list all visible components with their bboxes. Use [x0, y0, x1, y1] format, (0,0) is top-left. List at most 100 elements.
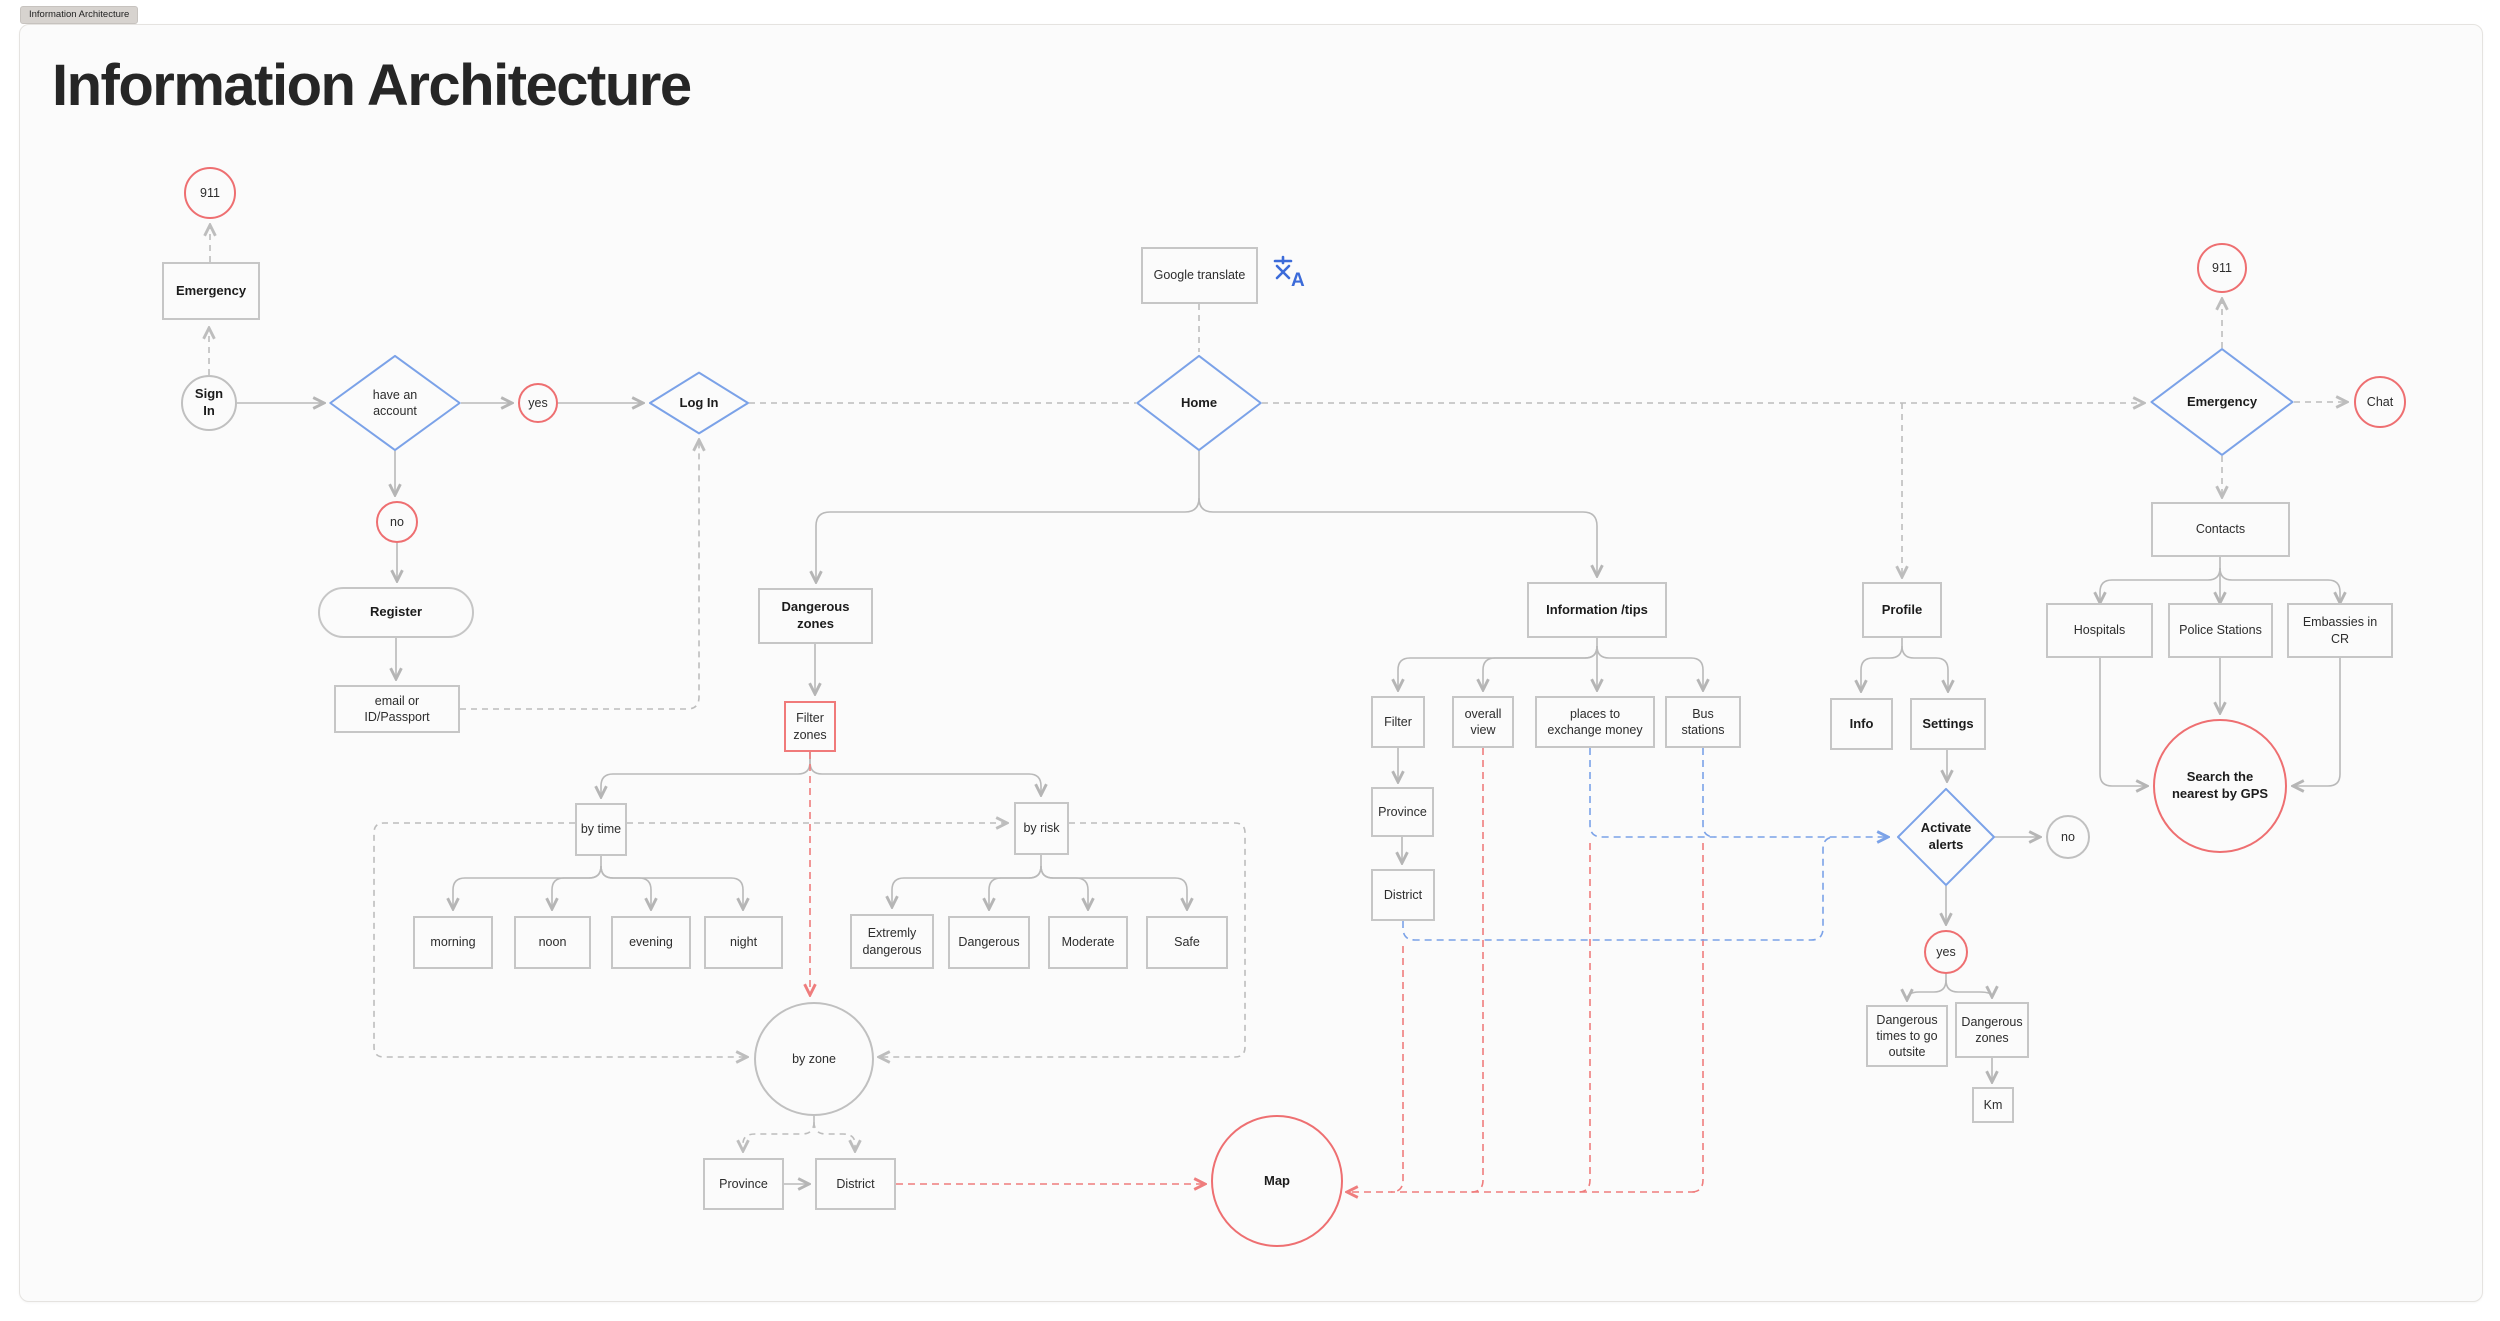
node-dangerous-zones-label: Dangerous zones [781, 599, 850, 631]
node-emergency-right-label: Emergency [2186, 393, 2258, 409]
node-log-in-label: Log In [679, 394, 719, 410]
node-settings-label: Settings [1922, 715, 1974, 731]
node-evening[interactable]: evening [611, 916, 691, 969]
connectors-dashed-red [810, 748, 1704, 1192]
node-information-tips[interactable]: Information /tips [1527, 582, 1667, 638]
node-yes-alerts[interactable]: yes [1924, 930, 1968, 974]
node-search-nearest-gps-label: Search the nearest by GPS [2171, 769, 2269, 801]
node-evening-label: evening [629, 935, 673, 950]
node-hospitals[interactable]: Hospitals [2046, 603, 2153, 658]
node-dangerous-zones[interactable]: Dangerous zones [758, 588, 873, 644]
node-places-to-exchange-money-label: places to exchange money [1547, 706, 1643, 737]
node-police-stations[interactable]: Police Stations [2168, 603, 2273, 658]
node-km-label: Km [1983, 1097, 2003, 1112]
connectors-dashed-gray [209, 225, 2347, 1151]
node-activate-alerts-label: Activate alerts [1920, 820, 1972, 852]
node-province-zone-label: Province [719, 1176, 768, 1191]
node-profile[interactable]: Profile [1862, 582, 1942, 638]
node-hospitals-label: Hospitals [2073, 623, 2126, 638]
node-chat[interactable]: Chat [2354, 376, 2406, 428]
node-district-zone-label: District [836, 1176, 875, 1191]
node-safe-label: Safe [1174, 935, 1200, 950]
node-info-label: Info [1849, 715, 1874, 731]
node-morning-label: morning [430, 935, 476, 950]
diamond-shape [649, 372, 749, 434]
node-by-time-label: by time [580, 822, 622, 837]
node-dangerous-zones-alert[interactable]: Dangerous zones [1955, 1002, 2029, 1058]
node-yes-login[interactable]: yes [518, 383, 558, 423]
node-profile-label: Profile [1881, 601, 1923, 617]
node-activate-alerts[interactable]: Activate alerts [1897, 788, 1995, 886]
node-district-filter-label: District [1383, 887, 1423, 902]
node-sign-in-label: Sign In [194, 386, 224, 418]
svg-text:A: A [1291, 270, 1305, 291]
node-extremly-dangerous[interactable]: Extremly dangerous [850, 914, 934, 969]
node-no-register[interactable]: no [376, 501, 418, 543]
node-police-stations-label: Police Stations [2179, 623, 2262, 638]
node-911-left[interactable]: 911 [184, 167, 236, 219]
node-search-nearest-gps[interactable]: Search the nearest by GPS [2153, 719, 2287, 853]
node-log-in[interactable]: Log In [649, 372, 749, 434]
node-noon[interactable]: noon [514, 916, 591, 969]
node-settings[interactable]: Settings [1910, 698, 1986, 750]
node-province-zone[interactable]: Province [703, 1158, 784, 1210]
node-moderate-label: Moderate [1061, 935, 1115, 950]
translate-icon: A [1273, 255, 1305, 291]
diamond-shape [1136, 355, 1262, 451]
node-district-zone[interactable]: District [815, 1158, 896, 1210]
node-no-alerts[interactable]: no [2046, 815, 2090, 859]
node-by-zone-label: by zone [792, 1051, 836, 1066]
diamond-shape [1897, 788, 1995, 886]
node-province-filter[interactable]: Province [1371, 787, 1434, 837]
node-register-label: Register [369, 604, 423, 620]
node-yes-login-label: yes [528, 395, 548, 410]
node-911-left-label: 911 [200, 185, 220, 200]
node-filter-zones[interactable]: Filter zones [784, 701, 836, 752]
node-google-translate[interactable]: Google translate [1141, 247, 1258, 304]
node-email-or-id[interactable]: email or ID/Passport [334, 685, 460, 733]
node-information-tips-label: Information /tips [1546, 601, 1648, 617]
node-morning[interactable]: morning [413, 916, 493, 969]
node-extremly-dangerous-label: Extremly dangerous [862, 926, 922, 957]
node-night[interactable]: night [704, 916, 783, 969]
node-have-an-account[interactable]: have an account [329, 355, 461, 451]
node-district-filter[interactable]: District [1371, 869, 1435, 921]
connectors-dashed-blue [1402, 748, 1888, 941]
node-by-zone[interactable]: by zone [754, 1002, 874, 1116]
node-dangerous-times[interactable]: Dangerous times to go outsite [1866, 1005, 1948, 1067]
node-info[interactable]: Info [1830, 698, 1893, 750]
node-dangerous[interactable]: Dangerous [948, 916, 1030, 969]
node-911-right-label: 911 [2212, 260, 2232, 275]
node-contacts[interactable]: Contacts [2151, 502, 2290, 557]
node-night-label: night [729, 935, 758, 950]
node-embassies[interactable]: Embassies in CR [2287, 603, 2393, 658]
node-911-right[interactable]: 911 [2197, 243, 2247, 293]
node-bus-stations-label: Bus stations [1681, 706, 1725, 737]
node-contacts-label: Contacts [2195, 522, 2246, 537]
node-safe[interactable]: Safe [1146, 916, 1228, 969]
node-by-risk[interactable]: by risk [1014, 802, 1069, 855]
node-places-to-exchange-money[interactable]: places to exchange money [1535, 696, 1655, 748]
window-tab[interactable]: Information Architecture [20, 6, 139, 24]
diamond-shape [329, 355, 461, 451]
node-km[interactable]: Km [1972, 1087, 2014, 1123]
diamond-shape [2150, 348, 2294, 456]
node-overall-view-label: overall view [1464, 706, 1502, 737]
node-by-time[interactable]: by time [575, 803, 627, 856]
node-yes-alerts-label: yes [1936, 944, 1956, 959]
node-emergency-right[interactable]: Emergency [2150, 348, 2294, 456]
node-overall-view[interactable]: overall view [1452, 696, 1514, 748]
node-no-register-label: no [390, 514, 404, 529]
node-bus-stations[interactable]: Bus stations [1665, 696, 1741, 748]
node-map[interactable]: Map [1211, 1115, 1343, 1247]
diagram-canvas [19, 24, 2483, 1302]
node-email-or-id-label: email or ID/Passport [364, 693, 430, 724]
node-filter[interactable]: Filter [1371, 696, 1425, 748]
node-register[interactable]: Register [318, 587, 474, 638]
node-home[interactable]: Home [1136, 355, 1262, 451]
node-moderate[interactable]: Moderate [1048, 916, 1128, 969]
node-google-translate-label: Google translate [1153, 268, 1246, 283]
node-emergency-left[interactable]: Emergency [162, 262, 260, 320]
node-sign-in[interactable]: Sign In [181, 375, 237, 431]
